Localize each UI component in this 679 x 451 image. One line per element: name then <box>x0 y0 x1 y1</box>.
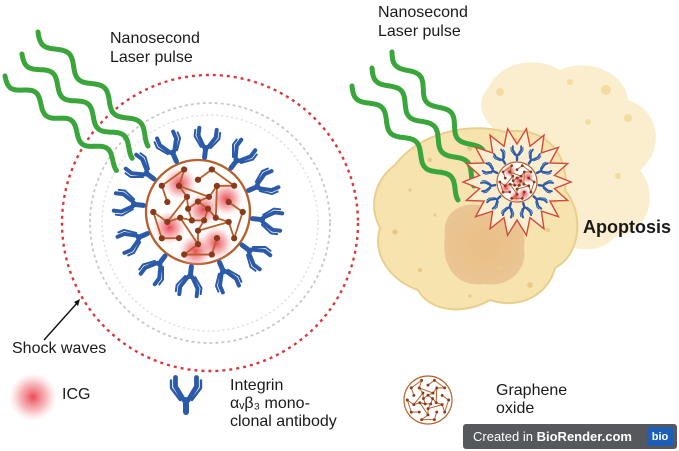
antibody-icon <box>239 242 273 272</box>
badge-text: Created in BioRender.com <box>473 429 632 444</box>
antibody-icon <box>492 148 507 165</box>
antibody-icon <box>228 137 258 171</box>
laser-label-left: Nanosecond Laser pulse <box>110 29 200 67</box>
antibody-icon <box>250 207 285 236</box>
graphene-cage-icon <box>496 161 538 204</box>
legend-integrin-label: Integrin αᵥβ₃ mono- clonal antibody <box>230 377 337 431</box>
legend-icg-icon <box>9 373 57 421</box>
apoptosis-label: Apoptosis <box>583 217 671 237</box>
biorender-badge[interactable]: Created in BioRender.com bio <box>463 424 677 449</box>
legend-graphene-icon <box>403 375 453 425</box>
antibody-icon <box>532 195 548 210</box>
laser-wave-icon <box>35 29 151 149</box>
antibody-icon <box>153 129 182 164</box>
shock-waves-rings <box>60 73 360 373</box>
shock-ring-inner-2 <box>101 114 319 332</box>
antibody-icon <box>111 188 146 217</box>
laser-label-right-line2: Laser pulse <box>378 23 461 40</box>
legend-integrin-line2: αᵥβ₃ mono- <box>230 395 310 412</box>
shock-arrow <box>43 299 80 341</box>
shock-ring-inner <box>89 102 331 344</box>
laser-wave-icon <box>2 73 119 173</box>
laser-pulse-right <box>349 49 491 203</box>
antibody-icon <box>115 228 150 257</box>
laser-label-right-line1: Nanosecond <box>378 4 468 21</box>
laser-wave-icon <box>349 83 461 203</box>
laser-label-left-line1: Nanosecond <box>110 30 200 47</box>
antibody-icon <box>527 148 542 165</box>
antibody-icon <box>486 195 502 210</box>
antibody-icon <box>246 167 281 196</box>
icg-dot-icon <box>509 190 523 204</box>
biorender-logo-icon: bio <box>647 427 673 446</box>
laser-wave-icon <box>389 49 491 177</box>
antibody-icon <box>537 180 554 194</box>
laser-wave-icon <box>369 65 477 189</box>
antibody-icon <box>138 253 168 287</box>
antibody-icon <box>481 161 499 175</box>
legend-antibody-icon <box>169 375 203 415</box>
antibody-icon <box>174 264 203 299</box>
antibody-icon <box>123 152 157 182</box>
laser-pulse-left <box>2 29 151 173</box>
icg-dot-icon <box>186 192 220 227</box>
badge-prefix: Created in <box>473 429 533 444</box>
laser-wave-icon <box>19 51 135 161</box>
legend-icg-label: ICG <box>62 386 91 403</box>
nanoparticle-right <box>480 145 554 219</box>
nanoparticle-left <box>111 125 285 299</box>
graphene-cage-icon <box>144 158 252 268</box>
legend-integrin-line1: Integrin <box>230 377 284 394</box>
laser-label-right: Nanosecond Laser pulse <box>378 3 468 41</box>
antibody-icon <box>519 201 533 219</box>
antibody-icon <box>214 260 243 295</box>
antibody-icon <box>501 201 515 219</box>
shock-waves-label: Shock waves <box>12 340 107 357</box>
graphene-cage-icon <box>403 375 453 425</box>
legend-graphene-label: Graphene oxide <box>496 382 567 418</box>
antibody-icon <box>193 125 222 160</box>
legend-integrin-line3: clonal antibody <box>230 413 337 430</box>
antibody-icon <box>510 145 524 162</box>
antibody-icon <box>535 161 553 175</box>
laser-label-left-line2: Laser pulse <box>110 49 193 66</box>
antibody-icon <box>169 375 203 415</box>
antibody-icon <box>480 180 497 194</box>
legend-graphene-line1: Graphene <box>496 382 568 399</box>
badge-brand: BioRender.com <box>536 429 632 444</box>
icg-dot-icon <box>178 234 213 268</box>
legend-graphene-line2: oxide <box>496 400 535 417</box>
shock-ring-icon <box>60 73 360 373</box>
